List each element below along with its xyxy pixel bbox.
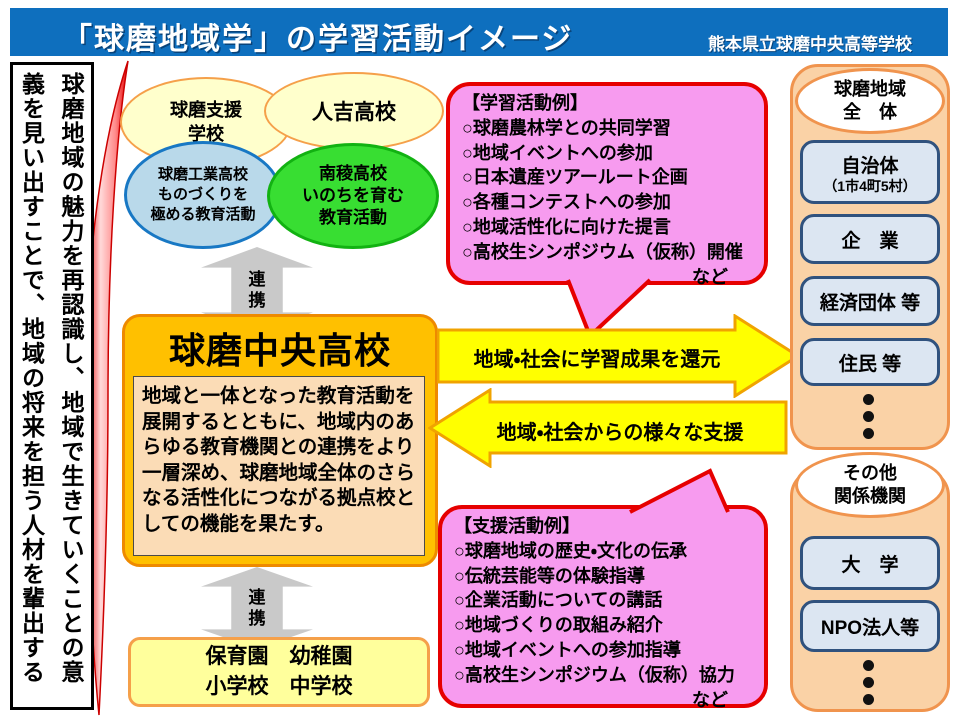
member-companies: 企 業	[800, 214, 940, 264]
ellipsis-dot	[863, 694, 874, 705]
feeder-schools-box: 保育園 幼稚園 小学校 中学校	[128, 637, 430, 707]
learning-item: ○各種コンテストへの参加	[462, 192, 671, 213]
learning-item: ○地域イベントへの参加	[462, 142, 653, 163]
learning-item: ○地域活性化に向けた提言	[462, 216, 671, 237]
member-residents: 住民 等	[800, 338, 940, 386]
header-bar: 「球磨地域学」の学習活動イメージ 熊本県立球磨中央高等学校	[10, 8, 948, 56]
mission-line-2: 義を見い出すことで、地域の将来を担う人材を輩出する	[18, 72, 45, 685]
member-sub-label: （1市4町5村）	[823, 177, 917, 194]
member-label: 経済団体 等	[819, 292, 921, 314]
page-title: 「球磨地域学」の学習活動イメージ	[62, 23, 574, 56]
results-arrow	[437, 314, 801, 398]
learning-activities-callout: 【学習活動例】 ○球磨農林学との共同学習 ○地域イベントへの参加 ○日本遺産ツア…	[446, 82, 768, 287]
cooperation-label-top: 連 携	[248, 270, 266, 310]
ellipsis-dot	[863, 428, 874, 439]
support-item: ○高校生シンポジウム（仮称）協力	[454, 664, 735, 685]
support-item: ○伝統芸能等の体験指導	[454, 565, 645, 586]
member-label: NPO法人等	[820, 617, 920, 639]
member-municipalities: 自治体 （1市4町5村）	[800, 140, 940, 204]
school-name: 熊本県立球磨中央高等学校	[708, 35, 912, 54]
support-item: ○地域イベントへの参加指導	[454, 639, 681, 660]
mission-statement: 球磨地域の魅力を再認識し、地域で生きていくことの意 義を見い出すことで、地域の将…	[10, 62, 94, 710]
support-arrow-label: 地域・社会からの様々な支援	[496, 422, 744, 444]
mission-line-1: 球磨地域の魅力を再認識し、地域で生きていくことの意	[58, 72, 84, 685]
member-npo: NPO法人等	[800, 600, 940, 652]
results-arrow-label: 地域・社会に学習成果を還元	[473, 349, 721, 371]
member-label: 自治体	[841, 155, 899, 177]
learning-etc: など	[692, 266, 728, 287]
member-label: 大 学	[841, 554, 899, 576]
learning-callout-title: 【学習活動例】	[462, 93, 588, 113]
ellipse-nanryo-high-school: 南稜高校 いのちを育む 教育活動	[267, 143, 439, 249]
support-item: ○地域づくりの取組み紹介	[454, 615, 663, 636]
kuma-region-title: 球磨地域 全 体	[795, 68, 945, 134]
support-item: ○球磨地域の歴史・文化の伝承	[454, 540, 687, 561]
support-callout-title: 【支援活動例】	[454, 516, 580, 536]
ellipse-kuma-technical-high-school: 球磨工業高校 ものづくりを 極める教育活動	[124, 141, 282, 249]
learning-item: ○高校生シンポジウム（仮称）開催	[462, 241, 743, 262]
member-label: 住民 等	[838, 353, 902, 375]
cooperation-label-bottom: 連 携	[248, 588, 266, 628]
kuma-chuo-description: 地域と一体となった教育活動を展開するとともに、地域内のあらゆる教育機関との連携を…	[133, 376, 425, 556]
ellipsis-dot	[863, 394, 874, 405]
member-economic-bodies: 経済団体 等	[800, 276, 940, 326]
support-etc: など	[692, 689, 728, 710]
support-activities-callout: 【支援活動例】 ○球磨地域の歴史・文化の伝承 ○伝統芸能等の体験指導 ○企業活動…	[438, 505, 768, 710]
kuma-chuo-title: 球磨中央高校	[168, 330, 391, 371]
support-item: ○企業活動についての講話	[454, 590, 663, 611]
learning-item: ○日本遺産ツアールート企画	[462, 167, 688, 188]
member-universities: 大 学	[800, 536, 940, 590]
ellipsis-dot	[863, 411, 874, 422]
ellipsis-dot	[863, 660, 874, 671]
learning-item: ○球磨農林学との共同学習	[462, 117, 671, 138]
ellipsis-dot	[863, 677, 874, 688]
ellipse-hitoyoshi-high-school: 人吉高校	[264, 72, 444, 150]
support-callout-tail	[629, 468, 730, 514]
support-arrow	[428, 388, 788, 468]
member-label: 企 業	[841, 230, 899, 252]
other-organizations-title: その他 関係機関	[795, 452, 945, 518]
